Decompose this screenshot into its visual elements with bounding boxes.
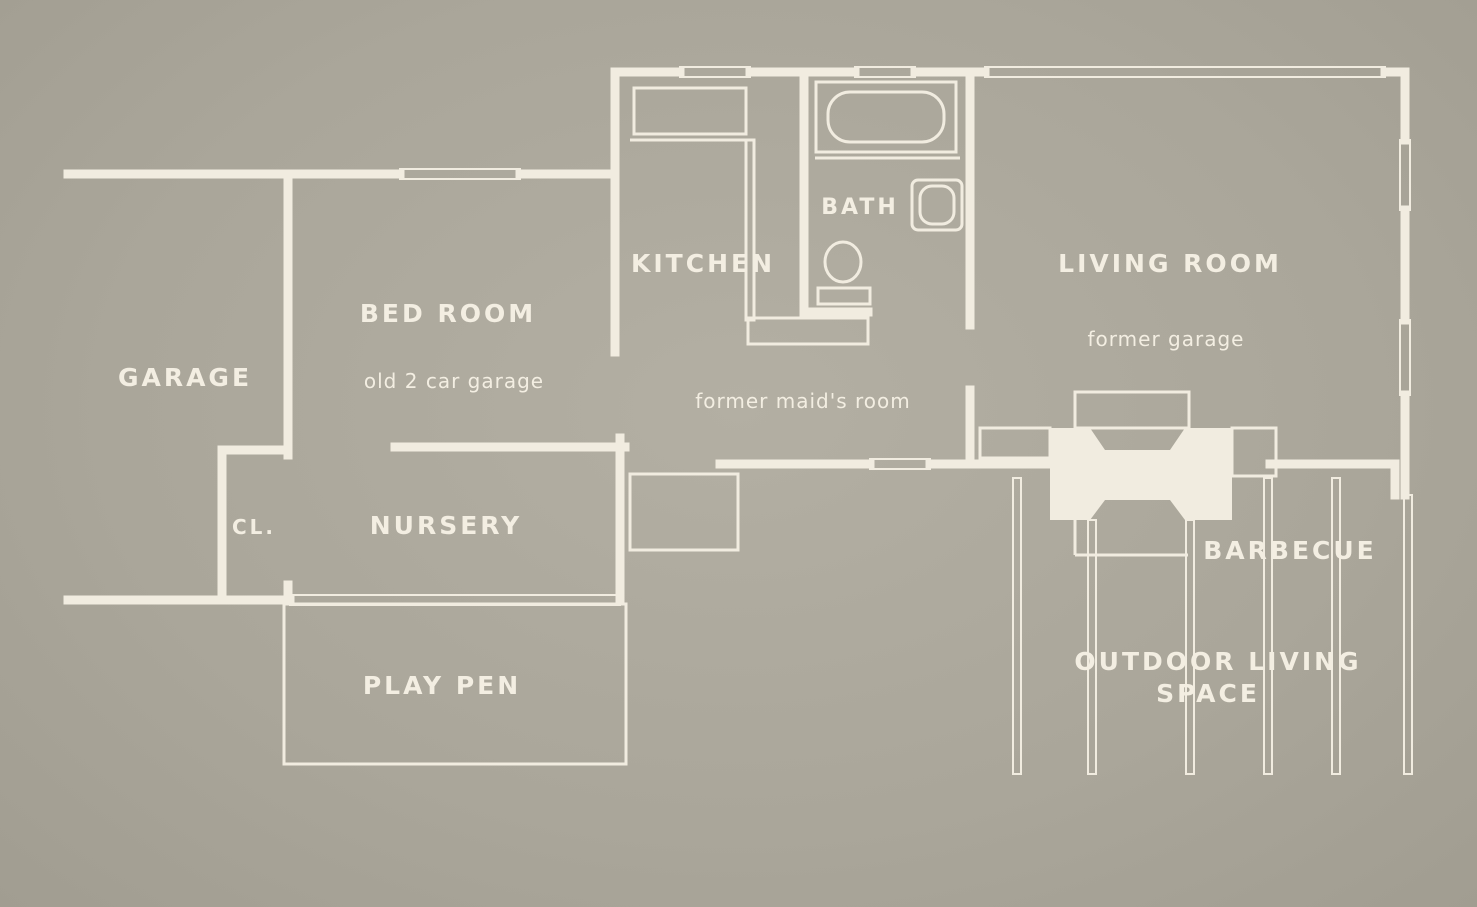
label-outdoor-line1: OUTDOOR LIVING	[1074, 647, 1361, 676]
label-bath: BATH	[821, 195, 899, 220]
exterior-walls	[63, 67, 1410, 605]
label-living-room-note: former garage	[1088, 327, 1245, 351]
label-play-pen: PLAY PEN	[363, 671, 521, 700]
label-kitchen: KITCHEN	[631, 249, 775, 278]
label-barbecue: BARBECUE	[1203, 536, 1377, 565]
fireplace-barbecue	[978, 390, 1278, 557]
windows	[289, 66, 1411, 606]
room-labels: GARAGE BED ROOM old 2 car garage CL. NUR…	[118, 195, 1377, 708]
label-bed-room: BED ROOM	[360, 299, 536, 328]
play-pen-enclosure	[282, 602, 628, 766]
bath-fixtures	[814, 80, 964, 306]
label-living-room: LIVING ROOM	[1058, 249, 1282, 278]
label-closet: CL.	[232, 515, 276, 539]
pergola-posts	[1012, 477, 1413, 775]
kitchen-fixtures	[628, 86, 870, 552]
label-maids-room-note: former maid's room	[695, 389, 911, 413]
label-garage: GARAGE	[118, 363, 252, 392]
label-bed-room-note: old 2 car garage	[364, 369, 544, 393]
label-outdoor-line2: SPACE	[1156, 679, 1260, 708]
label-nursery: NURSERY	[370, 511, 523, 540]
